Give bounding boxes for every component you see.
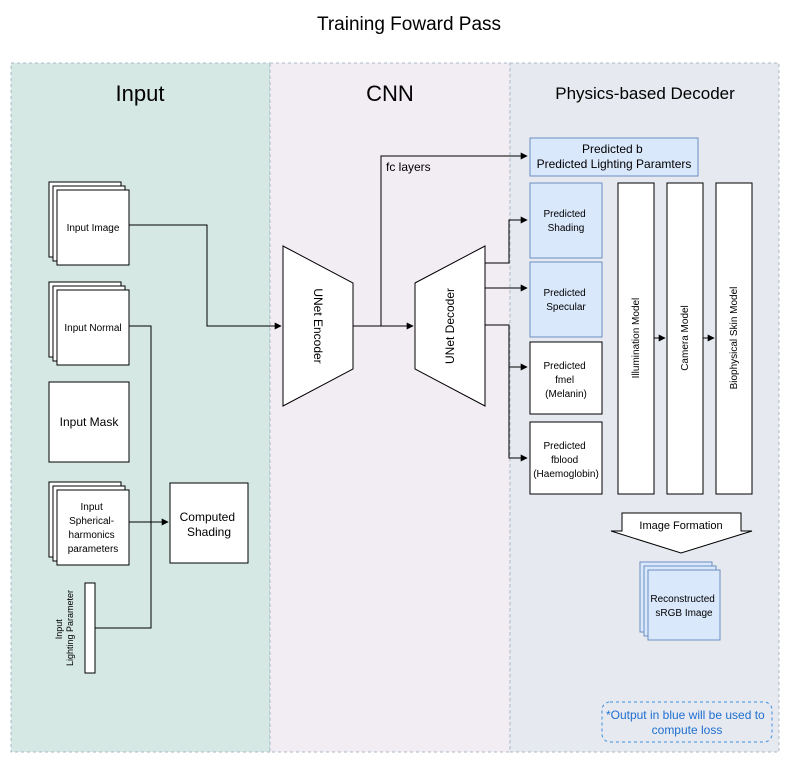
loss-note: *Output in blue will be used to compute … (601, 701, 773, 743)
lighting-to-shading-line (95, 522, 152, 629)
input-mask-label: Input Mask (60, 415, 120, 429)
unet-decoder: UNet Decoder (414, 245, 486, 407)
input-section-title: Input (116, 81, 165, 106)
illumination-model-label: Illumination Model (631, 298, 642, 379)
input-image-stack: Input Image (48, 181, 130, 266)
predicted-b-lighting-label: Predicted b Predicted Lighting Paramters (537, 142, 692, 171)
illumination-model-box: Illumination Model (617, 182, 655, 495)
unet-decoder-label: UNet Decoder (443, 288, 457, 364)
image-formation-label: Image Formation (639, 520, 722, 532)
fc-layers-label: fc layers (386, 160, 431, 174)
decoder-to-fmel-arrow (485, 324, 528, 371)
predicted-fblood-box: Predicted fblood (Haemoglobin) (529, 421, 603, 495)
cnn-section (269, 62, 511, 753)
predicted-b-lighting-box: Predicted b Predicted Lighting Paramters (529, 137, 699, 177)
unet-encoder-label: UNet Encoder (311, 288, 325, 363)
fc-layers-arrow (380, 152, 528, 326)
unet-encoder: UNet Encoder (282, 245, 354, 407)
reconstructed-image-label: Reconstructed sRGB Image (650, 594, 717, 619)
diagram-title: Training Foward Pass (317, 14, 501, 35)
decoder-section-title: Physics-based Decoder (555, 84, 735, 103)
predicted-specular-box: Predicted Specular (529, 261, 603, 338)
predicted-shading-label: Predicted Shading (543, 209, 588, 234)
predicted-shading-box: Predicted Shading (529, 182, 603, 259)
predicted-fblood-label: Predicted fblood (Haemoglobin) (533, 441, 599, 480)
camera-model-label: Camera Model (680, 305, 691, 371)
camera-model-box: Camera Model (666, 182, 704, 495)
computed-shading-box: Computed Shading (169, 482, 249, 564)
cnn-section-title: CNN (366, 81, 414, 106)
input-sh-label: Input Spherical- harmonics parameters (68, 502, 119, 555)
skin-model-label: Biophysical Skin Model (729, 287, 740, 390)
input-normal-stack: Input Normal (48, 281, 130, 366)
computed-shading-label: Computed Shading (180, 510, 239, 539)
input-lighting-label: Input Lighting Parameter (54, 590, 75, 666)
image-to-encoder-arrow (129, 224, 282, 330)
image-formation-arrow: Image Formation (610, 512, 753, 554)
input-image-label: Input Image (67, 223, 120, 234)
input-sh-stack: Input Spherical- harmonics parameters (48, 481, 130, 566)
loss-note-text: *Output in blue will be used to compute … (606, 708, 768, 737)
predicted-specular-label: Predicted Specular (543, 288, 588, 313)
predicted-fmel-box: Predicted fmel (Melanin) (529, 341, 603, 415)
reconstructed-image-stack: Reconstructed sRGB Image (639, 561, 721, 641)
input-normal-label: Input Normal (64, 323, 121, 334)
predicted-fmel-label: Predicted fmel (Melanin) (543, 361, 588, 400)
input-mask-box: Input Mask (48, 381, 130, 463)
skin-model-box: Biophysical Skin Model (715, 182, 753, 495)
decoder-to-shading-arrow (485, 216, 528, 264)
decoder-to-fblood-arrow (508, 367, 528, 462)
